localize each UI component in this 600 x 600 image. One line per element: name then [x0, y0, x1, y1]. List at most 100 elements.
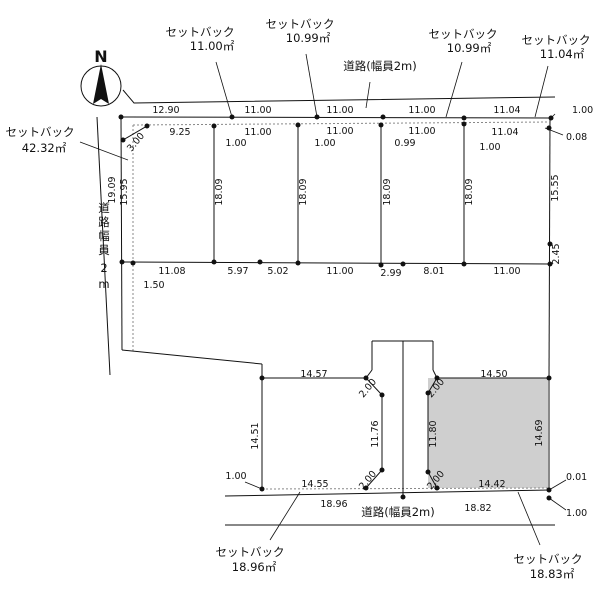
- dim-label: 2.45: [551, 243, 562, 264]
- survey-point: [120, 137, 126, 143]
- survey-point: [257, 259, 263, 265]
- dim-label: 11.00: [408, 126, 435, 137]
- dim-label: 1.00: [566, 508, 587, 519]
- survey-point: [425, 390, 431, 396]
- dim-label: 1.00: [225, 138, 246, 149]
- leader-line: [305, 53, 318, 118]
- survey-point: [547, 241, 553, 247]
- survey-point: [144, 123, 150, 129]
- dim-label: 11.76: [370, 420, 381, 447]
- north-label: N: [94, 47, 107, 66]
- dim-label: 9.25: [169, 127, 190, 138]
- leader-line: [550, 113, 556, 119]
- dim-label: 8.01: [423, 266, 444, 277]
- left-road-char: 幅: [98, 229, 110, 243]
- dim-label: 1.00: [314, 138, 335, 149]
- survey-point: [434, 485, 440, 491]
- dim-label: 11.04: [491, 127, 518, 138]
- survey-point: [295, 122, 301, 128]
- dim-label: 14.69: [534, 419, 545, 446]
- dim-label: 11.00: [244, 127, 271, 138]
- dim-label: 15.95: [119, 178, 130, 205]
- dim-label: 11.00: [326, 266, 353, 277]
- leader-line: [548, 497, 567, 511]
- dim-label: 14.55: [301, 479, 328, 490]
- middle-row-boundary: [121, 261, 551, 265]
- bottom-road-label: 道路(幅員2m): [361, 505, 435, 519]
- leader-line: [79, 141, 129, 161]
- top-road-outer-edge: [122, 89, 556, 104]
- survey-point: [118, 114, 124, 120]
- left-road-char: 道: [98, 201, 110, 215]
- lower-left-diagonal: [121, 349, 263, 365]
- leader-line: [365, 81, 371, 109]
- left-road-char: 路: [98, 215, 110, 229]
- corner-cut: [122, 125, 148, 141]
- dim-label: 0.01: [566, 472, 587, 483]
- survey-point: [378, 122, 384, 128]
- left-road-char: m: [98, 277, 109, 291]
- dim-label: 11.80: [428, 420, 439, 447]
- bottom-road-inner-edge: [224, 489, 551, 497]
- dim-label: 18.09: [382, 178, 393, 205]
- right-boundary: [548, 117, 551, 379]
- leader-line: [534, 65, 549, 118]
- highlighted-lot: [428, 378, 548, 488]
- top-boundary: [120, 116, 552, 119]
- road-lines: [96, 89, 556, 526]
- dim-label: 18.82: [464, 503, 491, 514]
- dim-label: 14.50: [480, 369, 507, 380]
- survey-point: [363, 375, 369, 381]
- survey-point: [461, 261, 467, 267]
- dim-label: 19.09: [107, 176, 118, 203]
- flag-pole-right-c: [427, 377, 438, 394]
- leader-line: [269, 491, 301, 541]
- leader-line: [445, 61, 463, 118]
- dim-label: 11.00: [326, 105, 353, 116]
- left-road-outer-edge: [96, 116, 111, 376]
- dim-label: 1.00: [572, 105, 593, 116]
- dim-label: 14.42: [478, 479, 505, 490]
- survey-point: [378, 262, 384, 268]
- survey-points: [118, 114, 554, 501]
- leader-lines: [79, 53, 567, 546]
- leader-line: [548, 479, 567, 491]
- leader-line: [215, 61, 233, 118]
- survey-point: [434, 375, 440, 381]
- setback-dashed-lines: [132, 121, 549, 490]
- dim-label: 1.00: [225, 471, 246, 482]
- survey-point: [547, 261, 553, 267]
- left-road-char: 2: [100, 261, 107, 275]
- north-arrow: N: [80, 47, 122, 107]
- survey-point: [295, 260, 301, 266]
- dim-label: 14.57: [300, 369, 327, 380]
- survey-point: [379, 392, 385, 398]
- survey-point: [380, 114, 386, 120]
- survey-point: [119, 259, 125, 265]
- survey-point: [400, 494, 406, 500]
- dim-label: 5.97: [227, 266, 248, 277]
- leader-line: [544, 127, 564, 136]
- leader-line: [244, 481, 263, 490]
- survey-point: [461, 121, 467, 127]
- survey-point: [211, 259, 217, 265]
- dim-label: 11.00: [493, 266, 520, 277]
- survey-point: [400, 261, 406, 267]
- dim-label: 11.04: [493, 105, 520, 116]
- left-road-label: 道 路 幅 員 2 m: [98, 201, 110, 291]
- dim-label: 11.00: [326, 126, 353, 137]
- dim-label: 3.00: [125, 131, 147, 154]
- north-arrow-pointer: [93, 64, 109, 104]
- top-road-label: 道路(幅員2m): [343, 59, 417, 73]
- survey-point: [130, 260, 136, 266]
- dim-label: 18.09: [214, 178, 225, 205]
- dim-label: 0.08: [566, 132, 587, 143]
- dim-label: 18.96: [320, 499, 347, 510]
